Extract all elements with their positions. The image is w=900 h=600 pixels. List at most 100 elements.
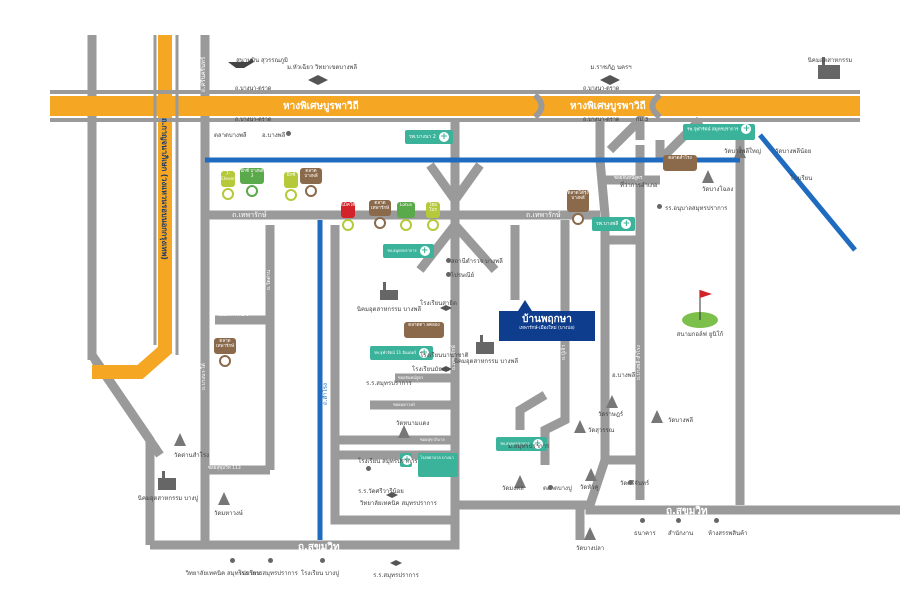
market-pin-left[interactable]: ตลาด เทพารักษ์ <box>214 338 236 367</box>
hospital-pin-bangna[interactable]: โรงพยาบาล บางนา <box>418 453 458 477</box>
market-pin-top-right[interactable]: ตลาดสำโรง <box>663 155 697 171</box>
poi-dot <box>548 485 553 490</box>
poi-dot <box>676 518 681 523</box>
poi-dot <box>628 480 633 485</box>
university-label: ม.หัวเฉียว วิทยาเขตบางพลี <box>286 64 358 71</box>
poi-dot <box>366 466 371 471</box>
store-pin-4[interactable]: โฮมโปร <box>426 202 440 231</box>
canals <box>205 133 857 540</box>
temple-label-2: วัดบางพลีน้อย <box>775 148 812 155</box>
school-bottom-1-label: วิทยาลัยเทคนิค สมุทรปราการ <box>185 570 263 577</box>
project-name: บ้านพฤกษา <box>522 314 572 325</box>
wat-dan-label: ถ.วัดด่าน <box>266 269 272 290</box>
store-pin-label: Lotus <box>397 202 415 218</box>
market-pin-bangplee[interactable]: ตลาด บางพลี <box>300 168 322 197</box>
temple-label-7: วัดหนามแดง <box>396 420 430 427</box>
hospital-cross-icon: + <box>419 246 430 256</box>
project-marker[interactable]: บ้านพฤกษา เทพารักษ์-เมืองใหม่ (บางบ่อ) <box>499 311 595 341</box>
market-pin-tip-icon <box>305 185 317 197</box>
temple-label-12: วัดด่านสำโรง <box>174 452 210 459</box>
hospital-pin-samutprakan[interactable]: รพ.สมุทรปราการ+ <box>383 244 434 258</box>
market-bottom-label: ตลาดบางปู <box>543 485 572 492</box>
theparak-road-label-2: ถ.เทพารักษ์ <box>526 211 561 219</box>
temple-label-11: วัดบางปลา <box>576 545 605 552</box>
temple-label-8: วัดมงคล <box>502 485 524 492</box>
store-pin-tip-icon <box>285 189 297 201</box>
airplane-icon <box>228 58 254 68</box>
mall-label: ห้างสรรพสินค้า <box>708 530 748 537</box>
bangna-trad-label-4: ถ.บางนา-ตราด <box>583 117 620 123</box>
police-label: สถานีตำรวจ บางพลี <box>451 258 503 265</box>
district-label: อ.บางพลี <box>262 132 286 139</box>
temple-label-9: วัดหัวคู <box>580 484 599 491</box>
market-pin-mid[interactable]: ตลาดตา ลคลอง <box>404 322 444 338</box>
school-h-label: ม.สมุทรปราการ <box>508 443 550 450</box>
district-office-label: อ.บางพลี <box>612 372 636 379</box>
temple-label-3: วัดบางโฉลง <box>702 186 734 193</box>
store-pin-tip-icon <box>427 219 439 231</box>
hospital-pin-lower[interactable]: รพ.สมุทรปราการ+ <box>496 437 547 451</box>
soi-label-5: ซอยสุขาภิบาล <box>420 437 445 442</box>
poi-dot <box>230 558 235 563</box>
industrial-3-label: นิคมอุตสาหกรรม บางปู <box>137 495 199 502</box>
bangna-tai-label: ถ.บางนา-ใต้ <box>201 363 207 390</box>
office-label: สำนักงาน <box>668 530 694 537</box>
hospital-cross-icon: + <box>741 124 752 134</box>
airport-label: สนามบิน สุวรรณภูมิ <box>236 57 288 64</box>
store-pin-label: โฮมโปร <box>426 202 440 218</box>
hospital-pin-chularat[interactable]: รพ.จุฬารัตน์ สมุทรปราการ+ <box>683 124 756 140</box>
market-pin-theparak[interactable]: ตลาด เทพารักษ์ <box>369 200 391 229</box>
bangphli-label: ถ.บางพลี-สำโรง <box>636 345 642 380</box>
hospital-pin-bangna2[interactable]: รพ.บางนา 2+ <box>405 130 453 144</box>
school-b-label: โรงเรียนนานาชาติ <box>420 352 469 359</box>
amphoe-label: ที่ว่าการอำเภอ <box>620 182 658 189</box>
ramkhamhaeng-label: ม.ราชภัฏ นครฯ <box>590 64 632 71</box>
temple-label-13: วัดมหาวงษ์ <box>214 510 243 517</box>
market-pin-tip-icon <box>219 355 231 367</box>
market-pin-label: ตลาด เทพารักษ์ <box>369 200 391 216</box>
school-bottom-3-label: โรงเรียน บางปู <box>300 570 340 577</box>
store-pin-label: แม็คโคร <box>341 202 355 218</box>
hospital-pin-bangplee[interactable]: รพ.บางพลี+ <box>592 217 636 231</box>
market-pin-label: ตลาดสำโรง <box>663 155 697 171</box>
hospital-pin-label: รพ.สมุทรปราการ <box>387 248 417 253</box>
soi-label-4: ซอยมหาวงษ์ <box>393 402 415 407</box>
school-near-label: รร.อนุบาลสมุทรปราการ <box>665 205 728 212</box>
market-pin-right[interactable]: ตลาดโต้รุ่ง บางพลี <box>567 190 589 225</box>
school-icons <box>308 75 620 566</box>
project-pointer-icon <box>518 300 532 311</box>
sukhumvit-road-label-2: ถ.สุขุมวิท <box>666 506 708 517</box>
poi-dot <box>714 518 719 523</box>
market-pin-label: ตลาดตา ลคลอง <box>404 322 444 338</box>
poi-dot <box>320 558 325 563</box>
school-g-label: วิทยาลัยเทคนิค สมุทรปราการ <box>360 500 437 507</box>
school-right-label: โรงเรียน <box>790 175 813 182</box>
market-pin-tip-icon <box>572 213 584 225</box>
hospital-cross-icon: + <box>532 439 543 449</box>
temple-label-6: วัดสุวรรณ <box>588 427 615 434</box>
store-pin-lotus[interactable]: Lotus <box>397 202 415 231</box>
market-pin-label: ตลาดโต้รุ่ง บางพลี <box>567 190 589 212</box>
hospital-pin-label: โรงพยาบาล บางนา <box>420 455 454 460</box>
store-pin-3[interactable]: แม็คโคร <box>341 202 355 231</box>
store-pin-tip-icon <box>342 219 354 231</box>
hospital-pin-small[interactable]: + <box>400 453 412 467</box>
store-pin-2[interactable]: บิ๊กซี <box>284 172 298 201</box>
hospital-cross-icon: + <box>419 348 430 358</box>
golf-course <box>682 290 718 328</box>
store-pin-bigc[interactable]: บิ๊กซี บางพลี 3 <box>240 168 264 197</box>
canal-label: ถ.สำโรง <box>322 383 329 405</box>
store-pin-1[interactable]: 7-Eleven <box>221 171 235 200</box>
market-pin-label: ตลาด บางพลี <box>300 168 322 184</box>
hospital-pin-label: รพ.บางพลี <box>596 221 619 227</box>
hospital-pin-chularat11[interactable]: รพ.จุฬารัตน์ 11 อินเตอร์+ <box>370 346 434 360</box>
bangna-trad-label-2: ถ.บางนา-ตราด <box>235 117 272 123</box>
school-d-label: ร.ร.สมุทรปราการ <box>366 380 412 387</box>
expressway-label-left: หางพิเศษบูรพาวิถี <box>283 101 359 112</box>
bank-label: ธนาคาร <box>634 530 656 537</box>
store-pin-tip-icon <box>246 185 258 197</box>
poi-dot <box>286 131 291 136</box>
school-c-label: โรงเรียนมัธยม <box>412 366 450 373</box>
km-label: กม.3 <box>636 117 649 123</box>
market-pin-tip-icon <box>374 217 386 229</box>
